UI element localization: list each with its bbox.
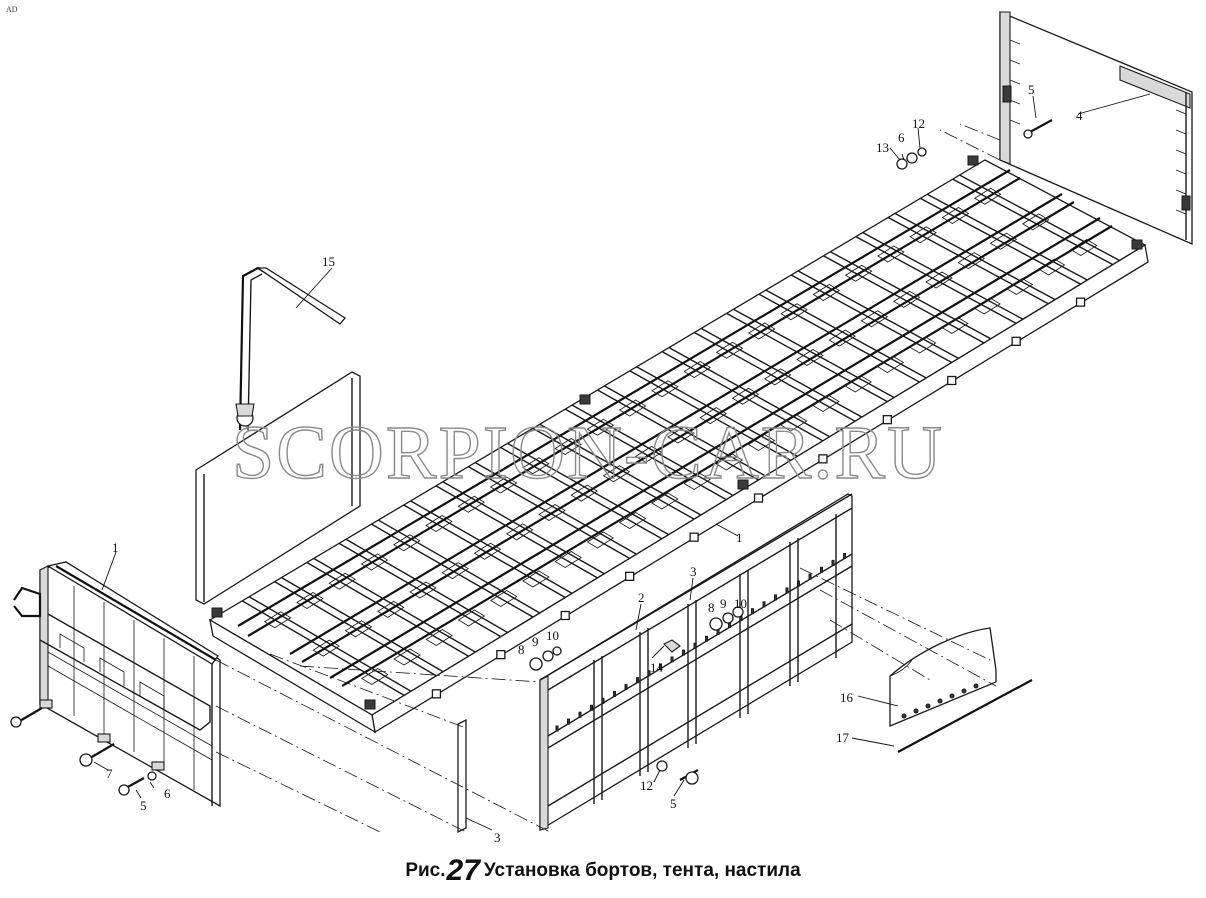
callout-1-floor: 1 [736, 530, 743, 545]
callout-10-left: 10 [546, 628, 559, 643]
callout-5-left: 5 [140, 798, 147, 813]
callout-3-wall: 3 [690, 564, 697, 579]
side-wall-2 [539, 493, 853, 832]
callout-5-top: 5 [1028, 82, 1035, 97]
callout-5-mid: 5 [670, 796, 677, 811]
callout-labels: 15 1 1 2 3 3 4 5 5 5 6 6 7 8 8 9 9 10 10… [106, 82, 1083, 845]
callout-10-right: 10 [734, 596, 747, 611]
corner-post-3 [457, 718, 467, 834]
assembly-center-lines [215, 123, 1001, 833]
callout-16: 16 [840, 690, 854, 705]
tarp-frame-15 [235, 266, 346, 431]
callout-1-rear-wall: 1 [112, 540, 119, 555]
callout-3-post: 3 [494, 830, 501, 845]
callout-6-top: 6 [898, 130, 905, 145]
callout-15: 15 [322, 254, 335, 269]
watermark: SCORPION-CAR.RU [232, 411, 944, 495]
side-tall-panel-left [195, 371, 361, 605]
callout-9-left: 9 [532, 634, 539, 649]
callout-13: 13 [876, 140, 889, 155]
callout-8-left: 8 [518, 642, 525, 657]
callout-7: 7 [106, 766, 113, 781]
caption-figure-number: 27 [446, 854, 480, 887]
callout-9-right: 9 [720, 596, 727, 611]
tarp-16 [889, 627, 997, 727]
callout-12-top: 12 [912, 116, 925, 131]
fasteners [10, 119, 1053, 796]
callout-8-right: 8 [708, 600, 715, 615]
strip-17 [897, 679, 1033, 753]
callout-12-mid: 12 [640, 778, 653, 793]
caption-prefix: Рис. [405, 860, 446, 881]
callout-17: 17 [836, 730, 850, 745]
caption-title: Установка бортов, тента, настила [483, 860, 801, 881]
leader-lines [93, 93, 1151, 831]
corner-mark: AD [6, 5, 18, 14]
rear-wall-1 [13, 561, 221, 808]
callout-2: 2 [638, 590, 645, 605]
front-wall-4 [999, 11, 1193, 245]
callout-4: 4 [1076, 108, 1083, 123]
platform-floor-frame [208, 155, 1149, 734]
callout-6-left: 6 [164, 786, 171, 801]
callout-14: 14 [650, 660, 664, 675]
